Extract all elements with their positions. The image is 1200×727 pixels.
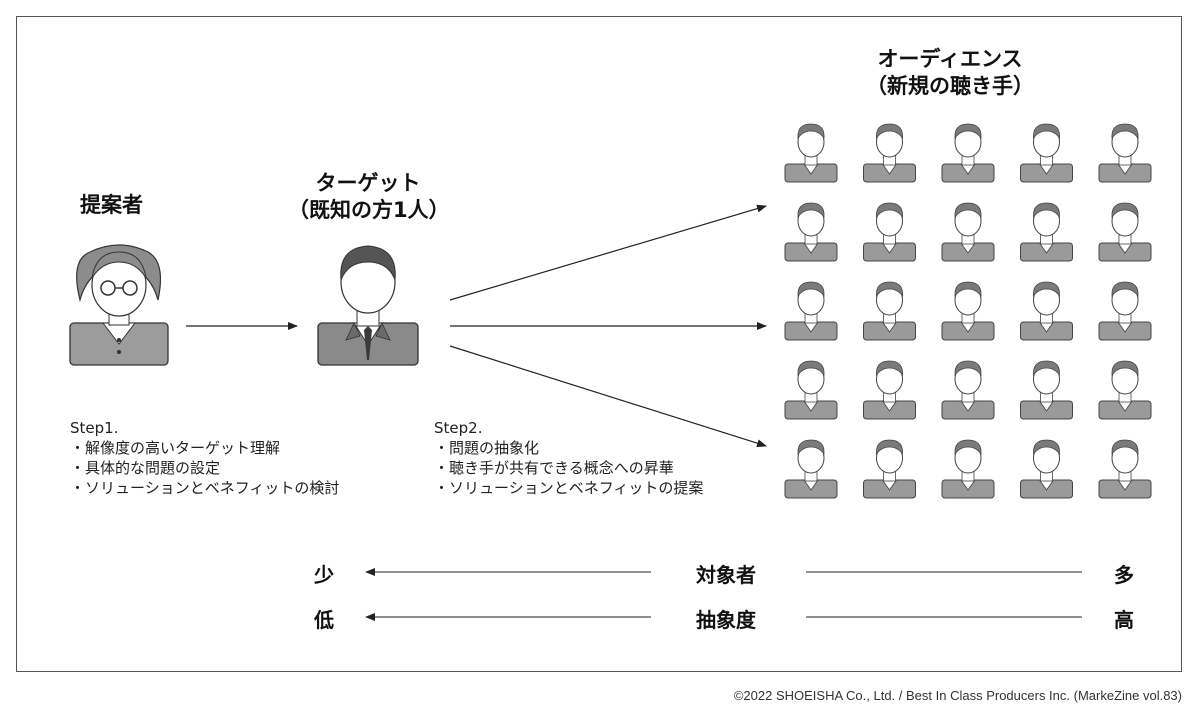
audience-person-icon (863, 123, 916, 183)
audience-person-icon (1098, 360, 1152, 420)
audience-person-icon (1098, 439, 1152, 499)
audience-person-icon (784, 202, 838, 262)
proposer-figure (69, 244, 169, 366)
audience-person-icon (863, 281, 916, 341)
step2-item: ・ソリューションとベネフィットの提案 (434, 479, 704, 497)
audience-person-icon (1020, 281, 1073, 341)
audience-label-line1: オーディエンス (877, 47, 1023, 71)
scale-high-abstraction: 高 (1114, 608, 1134, 632)
step2-title: Step2. (434, 419, 483, 437)
audience-person-icon (941, 281, 995, 341)
audience-person-icon (784, 281, 838, 341)
diagram-frame (16, 16, 1182, 672)
proposer-label: 提案者 (80, 193, 143, 217)
audience-person-icon (1020, 360, 1073, 420)
target-to-audience-arrow-up (449, 204, 767, 301)
step2-list: Step2. ・問題の抽象化 ・聴き手が共有できる概念への昇華 ・ソリューション… (434, 418, 703, 498)
audience-person-icon (941, 202, 995, 262)
audience-grid (784, 123, 1152, 499)
scale-low-abstraction: 低 (314, 608, 334, 632)
step1-item: ・ソリューションとベネフィットの検討 (70, 479, 340, 497)
audience-person-icon (863, 439, 916, 499)
step1-title: Step1. (70, 419, 119, 437)
audience-person-icon (863, 360, 916, 420)
copyright-text: ©2022 SHOEISHA Co., Ltd. / Best In Class… (733, 688, 1182, 703)
step1-list: Step1. ・解像度の高いターゲット理解 ・具体的な問題の設定 ・ソリューショ… (70, 418, 339, 498)
audience-person-icon (941, 123, 995, 183)
step2-item: ・聴き手が共有できる概念への昇華 (434, 459, 674, 477)
scale-low-count: 少 (314, 563, 334, 587)
audience-person-icon (941, 439, 995, 499)
audience-person-icon (1020, 202, 1073, 262)
target-label-line2: （既知の方1人） (288, 198, 450, 222)
scale-audience-label: 対象者 (696, 563, 756, 587)
target-label: ターゲット （既知の方1人） (288, 170, 450, 224)
target-figure (317, 245, 419, 366)
audience-person-icon (784, 123, 838, 183)
audience-label: オーディエンス （新規の聴き手） (860, 46, 1040, 100)
target-to-audience-arrow-down (449, 345, 767, 448)
scale-abstraction-label: 抽象度 (696, 608, 756, 632)
audience-person-icon (863, 202, 916, 262)
audience-person-icon (1098, 123, 1152, 183)
step2-item: ・問題の抽象化 (434, 439, 540, 457)
target-label-line1: ターゲット (315, 171, 421, 195)
audience-person-icon (1098, 281, 1152, 341)
audience-person-icon (1098, 202, 1152, 262)
step1-item: ・具体的な問題の設定 (70, 459, 221, 477)
audience-person-icon (784, 439, 838, 499)
audience-person-icon (941, 360, 995, 420)
audience-label-line2: （新規の聴き手） (866, 74, 1034, 98)
audience-person-icon (1020, 123, 1073, 183)
scale-high-count: 多 (1114, 563, 1134, 587)
step1-item: ・解像度の高いターゲット理解 (70, 439, 281, 457)
audience-person-icon (784, 360, 838, 420)
audience-person-icon (1020, 439, 1073, 499)
